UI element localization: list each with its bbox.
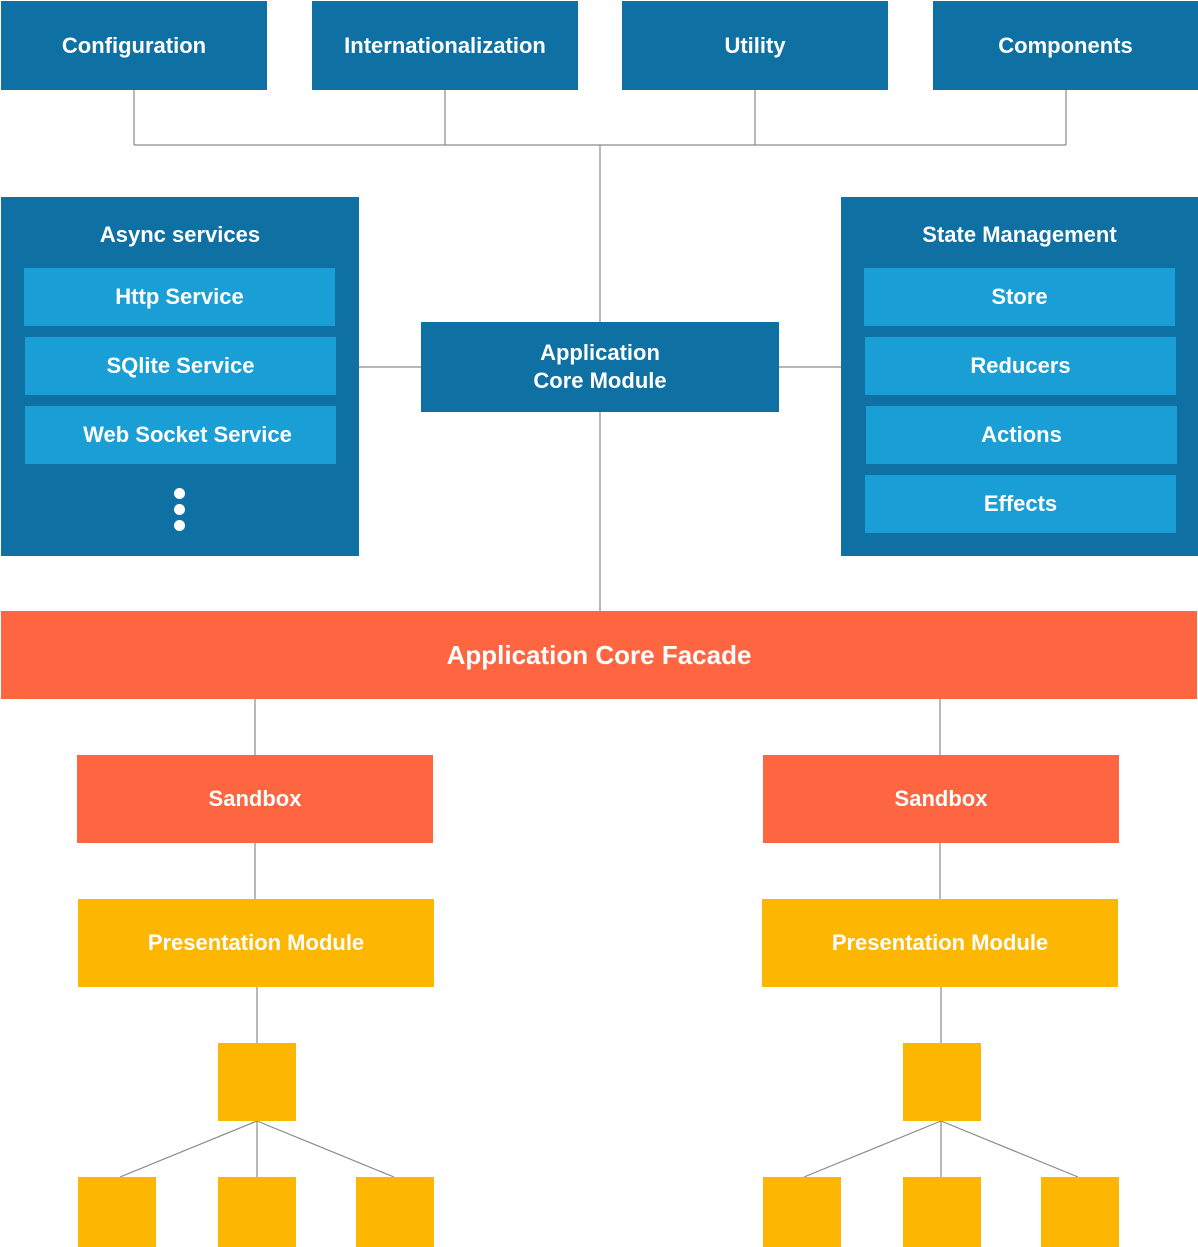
component-node-left-child (218, 1177, 296, 1247)
async-services-panel: Async services Http Service SQlite Servi… (1, 197, 359, 556)
presentation-right-label: Presentation Module (831, 930, 1049, 955)
components-label: Components (998, 32, 1133, 58)
component-node-right-child (903, 1177, 981, 1247)
web-socket-service-label: Web Socket Service (83, 422, 292, 447)
store-label: Store (991, 284, 1048, 309)
utility-label: Utility (724, 32, 786, 58)
sandbox-right: Sandbox (763, 755, 1119, 843)
web-socket-service-box: Web Socket Service (25, 406, 336, 464)
http-service-box: Http Service (24, 268, 335, 326)
presentation-module-right: Presentation Module (762, 899, 1118, 987)
component-node-left-child (356, 1177, 434, 1247)
actions-label: Actions (981, 422, 1062, 447)
internationalization-module: Internationalization (312, 1, 578, 90)
store-box: Store (864, 268, 1175, 326)
core-module-line2: Core Module (533, 368, 667, 393)
component-node-right-child (763, 1177, 841, 1247)
sandbox-left: Sandbox (77, 755, 433, 843)
internationalization-label: Internationalization (344, 32, 546, 58)
presentation-module-left: Presentation Module (78, 899, 434, 987)
component-node-right-root (903, 1043, 981, 1121)
facade-label: Application Core Facade (446, 639, 752, 670)
configuration-label: Configuration (61, 32, 207, 58)
effects-label: Effects (983, 491, 1058, 516)
sandbox-right-label: Sandbox (894, 786, 988, 811)
state-management-title: State Management (922, 222, 1117, 247)
components-module: Components (933, 1, 1198, 90)
async-services-title: Async services (99, 222, 261, 247)
configuration-module: Configuration (1, 1, 267, 90)
component-node-left-child (78, 1177, 156, 1247)
reducers-label: Reducers (970, 353, 1071, 378)
application-core-module: Application Core Module (421, 322, 779, 412)
core-module-line1: Application (540, 340, 660, 365)
actions-box: Actions (866, 406, 1177, 464)
sqlite-service-box: SQlite Service (25, 337, 336, 395)
http-service-label: Http Service (115, 284, 244, 309)
sqlite-service-label: SQlite Service (106, 353, 255, 378)
state-management-panel: State Management Store Reducers Actions … (841, 197, 1198, 556)
effects-box: Effects (865, 475, 1176, 533)
utility-module: Utility (622, 1, 888, 90)
component-node-left-root (218, 1043, 296, 1121)
application-core-facade: Application Core Facade (1, 611, 1197, 699)
presentation-left-label: Presentation Module (147, 930, 365, 955)
component-node-right-child (1041, 1177, 1119, 1247)
reducers-box: Reducers (865, 337, 1176, 395)
sandbox-left-label: Sandbox (208, 786, 302, 811)
